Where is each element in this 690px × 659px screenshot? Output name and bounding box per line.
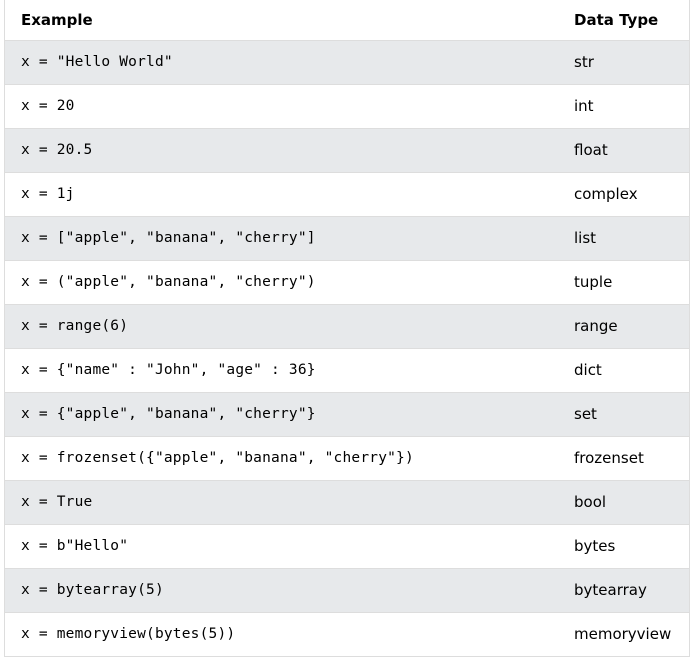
example-cell: x = ["apple", "banana", "cherry"] — [5, 216, 558, 261]
example-cell: x = 20.5 — [5, 128, 558, 173]
data-type-cell: str — [558, 40, 689, 85]
table-row: x = b"Hello"bytes — [5, 524, 689, 569]
example-cell: x = {"name" : "John", "age" : 36} — [5, 348, 558, 393]
data-type-cell: set — [558, 392, 689, 437]
example-cell: x = frozenset({"apple", "banana", "cherr… — [5, 436, 558, 481]
table-row: x = frozenset({"apple", "banana", "cherr… — [5, 436, 689, 481]
data-type-cell: bytearray — [558, 568, 689, 613]
table-row: x = {"name" : "John", "age" : 36}dict — [5, 348, 689, 393]
example-cell: x = 20 — [5, 84, 558, 129]
header-data-type: Data Type — [558, 0, 689, 41]
example-cell: x = b"Hello" — [5, 524, 558, 569]
data-type-cell: bytes — [558, 524, 689, 569]
data-type-cell: complex — [558, 172, 689, 217]
example-cell: x = 1j — [5, 172, 558, 217]
table-row: x = {"apple", "banana", "cherry"}set — [5, 392, 689, 437]
data-type-cell: frozenset — [558, 436, 689, 481]
example-cell: x = True — [5, 480, 558, 525]
data-type-cell: dict — [558, 348, 689, 393]
table-row: x = "Hello World"str — [5, 40, 689, 85]
table-row: x = memoryview(bytes(5))memoryview — [5, 612, 689, 656]
data-type-cell: bool — [558, 480, 689, 525]
example-cell: x = range(6) — [5, 304, 558, 349]
table-header-row: Example Data Type — [5, 0, 689, 41]
table-row: x = ("apple", "banana", "cherry")tuple — [5, 260, 689, 305]
data-type-cell: range — [558, 304, 689, 349]
example-cell: x = ("apple", "banana", "cherry") — [5, 260, 558, 305]
table-row: x = bytearray(5)bytearray — [5, 568, 689, 613]
example-cell: x = {"apple", "banana", "cherry"} — [5, 392, 558, 437]
data-type-cell: list — [558, 216, 689, 261]
example-cell: x = "Hello World" — [5, 40, 558, 85]
header-example: Example — [5, 0, 558, 41]
data-type-cell: float — [558, 128, 689, 173]
table-row: x = ["apple", "banana", "cherry"]list — [5, 216, 689, 261]
data-type-cell: int — [558, 84, 689, 129]
example-cell: x = memoryview(bytes(5)) — [5, 612, 558, 656]
table-row: x = range(6)range — [5, 304, 689, 349]
data-type-cell: memoryview — [558, 612, 689, 656]
example-cell: x = bytearray(5) — [5, 568, 558, 613]
data-type-cell: tuple — [558, 260, 689, 305]
